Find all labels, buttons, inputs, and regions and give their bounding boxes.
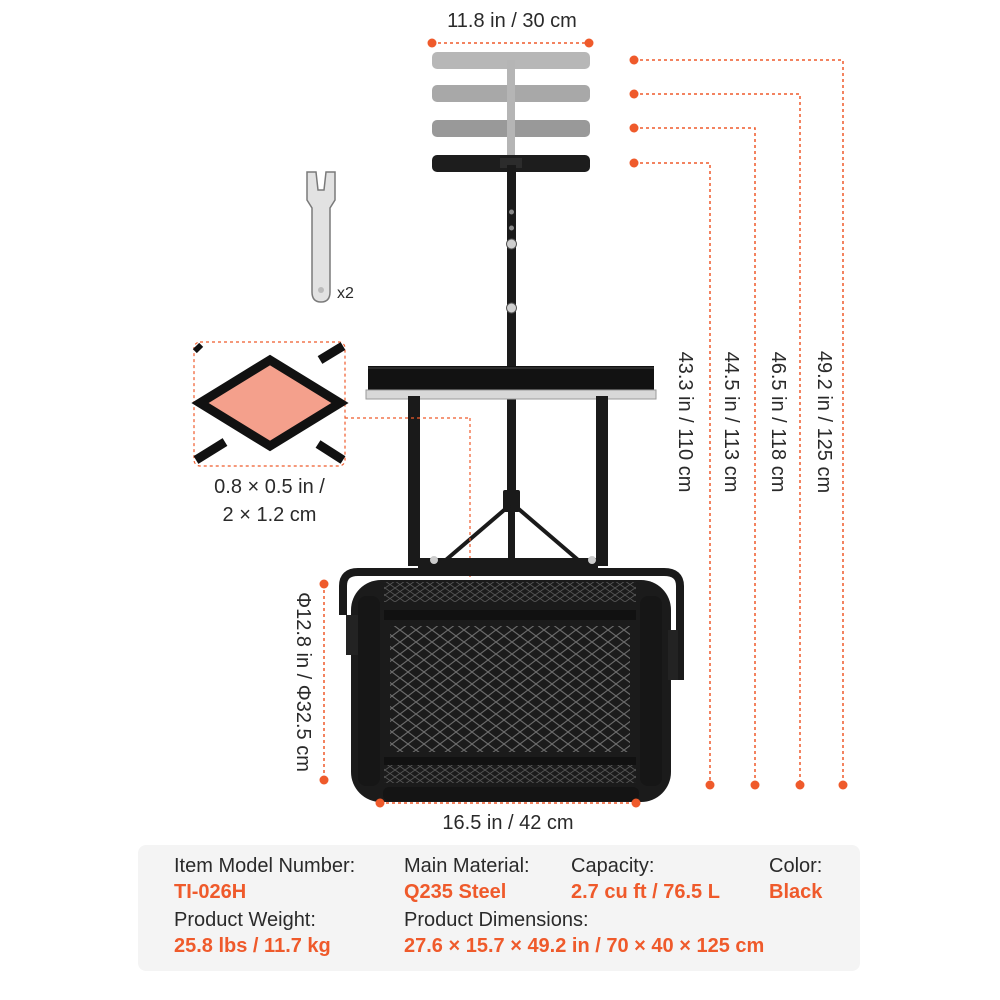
height-dimension-lines: [323, 59, 844, 804]
capacity-label: Capacity:: [571, 855, 655, 877]
model-label: Item Model Number:: [174, 855, 356, 877]
weight-value: 25.8 lbs / 11.7 kg: [174, 935, 331, 957]
dimensions-value: 27.6 × 15.7 × 49.2 in / 70 × 40 × 125 cm: [404, 935, 765, 957]
mesh-size-line-1: 0.8 × 0.5 in /: [214, 476, 325, 498]
handle-grip: [432, 155, 590, 172]
height-label-1: 43.3 in / 110 cm: [674, 351, 696, 493]
handle-pole: [438, 165, 586, 572]
dimension-endpoints: [319, 55, 848, 808]
material-value: Q235 Steel: [404, 881, 507, 903]
wrench-icon: [306, 171, 336, 303]
model-value: TI-026H: [174, 881, 247, 903]
weight-label: Product Weight:: [174, 909, 316, 931]
height-label-3: 46.5 in / 118 cm: [767, 351, 789, 493]
drum-diameter-label: Φ12.8 in / Φ32.5 cm: [292, 592, 314, 772]
handle-width-label: 11.8 in / 30 cm: [447, 10, 577, 32]
dimensions-label: Product Dimensions:: [404, 909, 589, 931]
height-label-4: 49.2 in / 125 cm: [813, 350, 835, 494]
color-value: Black: [769, 881, 823, 903]
handle-width-dimension: [427, 38, 594, 48]
handle-ghost-positions: [432, 52, 590, 160]
capacity-value: 2.7 cu ft / 76.5 L: [571, 881, 720, 903]
drum: [339, 556, 684, 802]
material-label: Main Material:: [404, 855, 530, 877]
height-label-2: 44.5 in / 113 cm: [720, 351, 742, 493]
color-label: Color:: [769, 855, 823, 877]
brush: [365, 366, 657, 566]
drum-width-label: 16.5 in / 42 cm: [442, 812, 574, 834]
specs-panel: Item Model Number: TI-026H Main Material…: [138, 845, 860, 971]
mesh-inset: [191, 341, 474, 635]
mesh-size-line-2: 2 × 1.2 cm: [222, 504, 317, 526]
wrench-quantity: x2: [337, 285, 354, 302]
